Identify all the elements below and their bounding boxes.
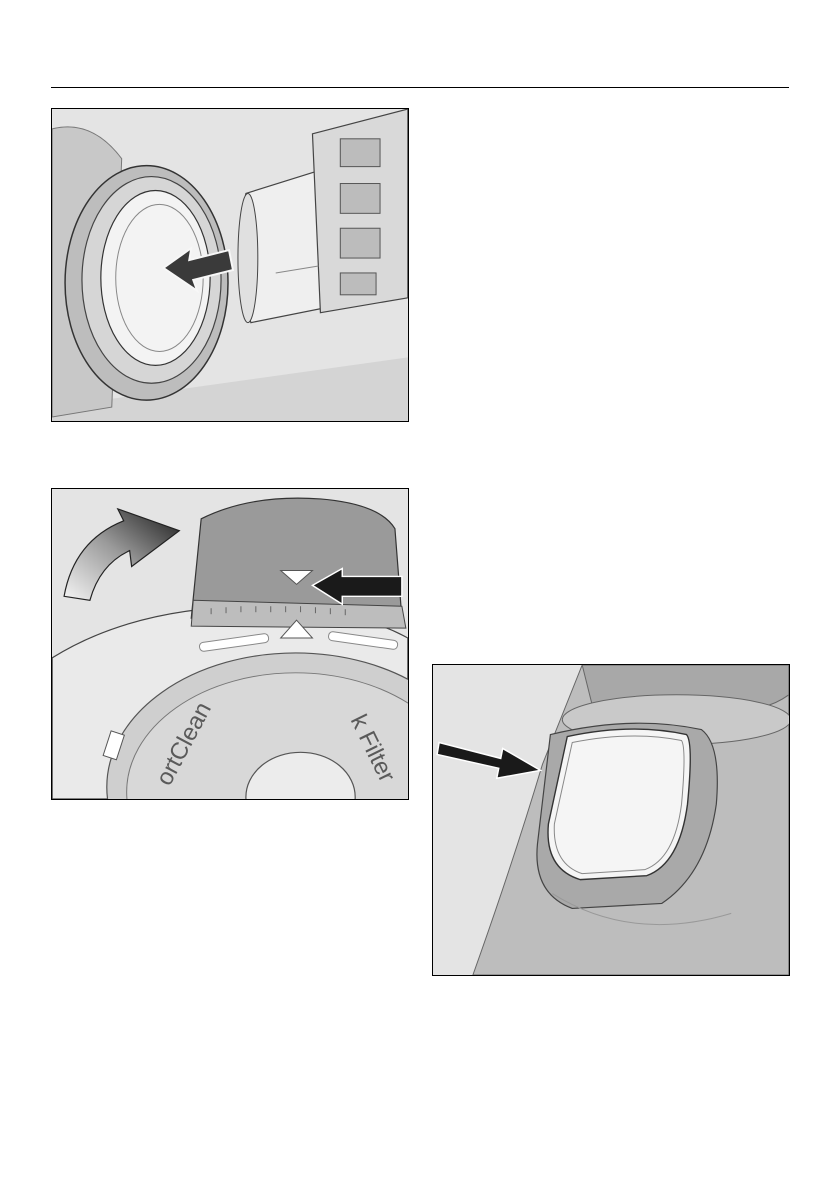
filter-neck-end bbox=[238, 193, 258, 322]
illustration-release-button bbox=[433, 665, 789, 975]
release-button bbox=[548, 729, 690, 880]
curved-arrow-icon bbox=[64, 509, 179, 600]
illustration-filter-insertion bbox=[52, 109, 408, 421]
cap-handle bbox=[191, 498, 402, 618]
header-rule bbox=[51, 87, 789, 88]
figure-filter-insertion bbox=[51, 108, 409, 422]
figure-release-button bbox=[432, 664, 790, 976]
illustration-filter-lock: ortClean k Filter bbox=[52, 489, 408, 799]
arrow-right-icon bbox=[437, 743, 540, 779]
figure-filter-lock-rotation: ortClean k Filter bbox=[51, 488, 409, 800]
